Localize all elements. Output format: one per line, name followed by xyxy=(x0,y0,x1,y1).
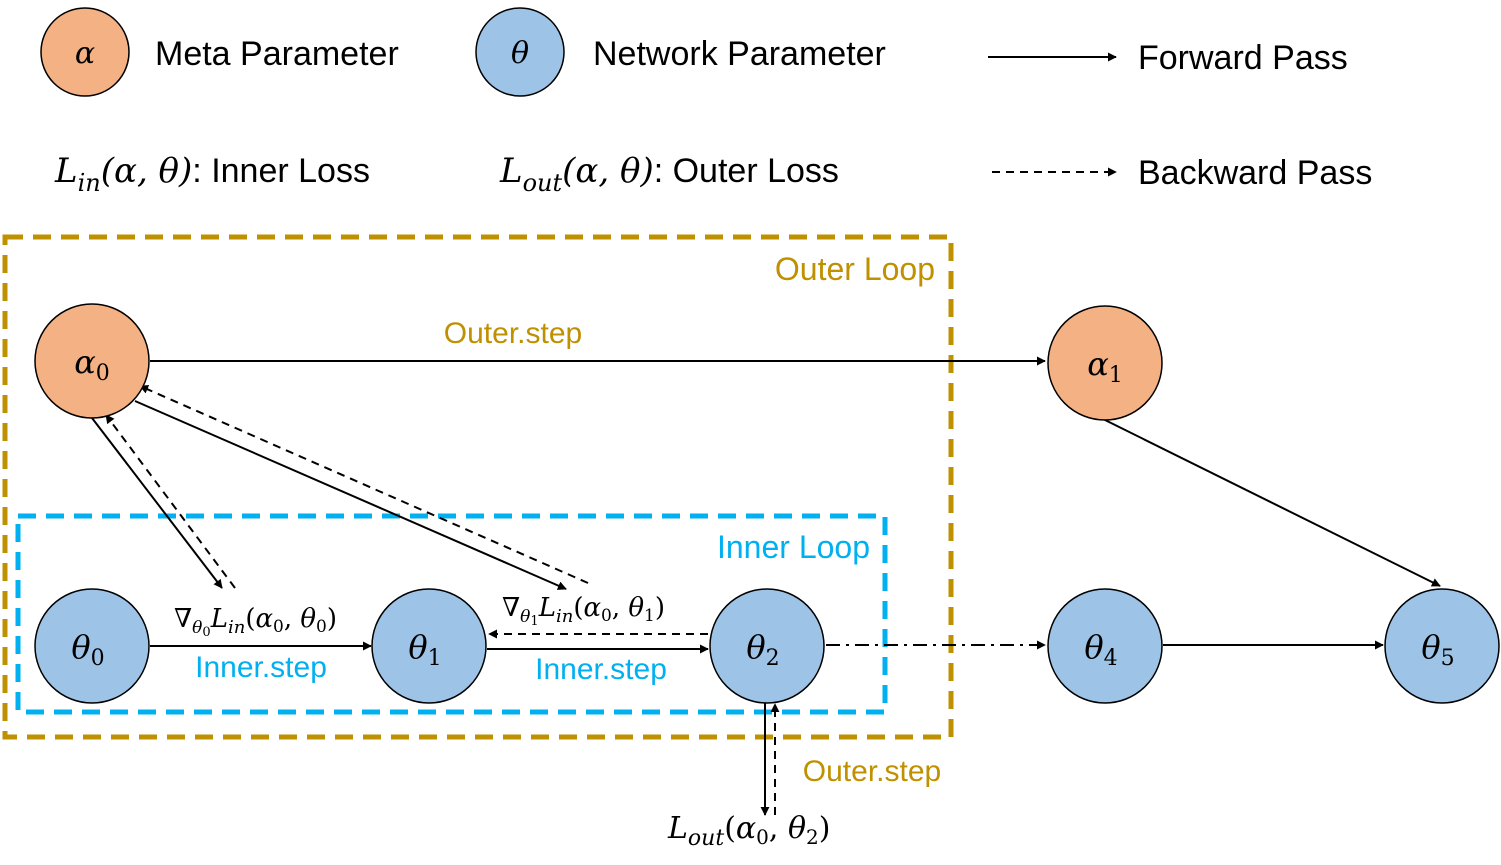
legend-meta-node xyxy=(40,7,130,97)
inner-loss-sub: in xyxy=(78,169,101,197)
outer-loss-label: : Outer Loss xyxy=(654,152,839,190)
node-theta4-circle xyxy=(1047,588,1163,704)
legend-forward-pass: Forward Pass xyxy=(988,39,1348,77)
node-theta2-circle xyxy=(709,588,825,704)
legend-network-symbol: θ xyxy=(511,36,529,71)
node-theta4-label: θ4 xyxy=(1084,628,1117,671)
edge-alpha0-grad0-forward xyxy=(91,417,223,589)
grad1-label: ∇θ1Lin(α0, θ1) xyxy=(502,593,665,629)
legend-outer-loss-text: Lout(α, θ): Outer Loss xyxy=(499,151,839,197)
legend-meta-parameter: α Meta Parameter xyxy=(40,7,399,97)
legend-outer-loss: Lout(α, θ): Outer Loss xyxy=(499,151,839,197)
inner-step-label-1: Inner.step xyxy=(195,651,327,684)
node-theta1: θ1 xyxy=(371,588,487,704)
outer-loss-args: (α, θ) xyxy=(562,151,654,191)
legend: α Meta Parameter θ Network Parameter For… xyxy=(40,7,1372,197)
legend-inner-loss: Lin(α, θ): Inner Loss xyxy=(54,151,370,197)
inner-loop-box xyxy=(15,513,888,715)
node-theta0: θ0 xyxy=(34,588,150,704)
outer-loop-box xyxy=(2,234,954,740)
grad0-label: ∇θ0Lin(α0, θ0) xyxy=(174,604,337,640)
legend-meta-symbol: α xyxy=(75,36,95,71)
legend-meta-label: Meta Parameter xyxy=(155,35,399,73)
legend-inner-loss-text: Lin(α, θ): Inner Loss xyxy=(54,151,370,197)
node-theta2-label: θ2 xyxy=(746,628,779,671)
node-theta1-label: θ1 xyxy=(408,628,441,671)
node-theta0-circle xyxy=(34,588,150,704)
edge-alpha0-grad1-forward xyxy=(134,400,567,590)
node-alpha1-circle xyxy=(1047,305,1163,421)
legend-backward-label: Backward Pass xyxy=(1138,154,1372,192)
edges xyxy=(91,356,1441,816)
outer-loss-sub: out xyxy=(523,169,563,197)
outer-loss-L: L xyxy=(499,151,523,191)
node-theta2: θ2 xyxy=(709,588,825,704)
legend-backward-pass: Backward Pass xyxy=(992,154,1372,192)
edge-grad1-alpha0-backward xyxy=(139,385,589,584)
inner-loss-label: : Inner Loss xyxy=(192,152,370,190)
inner-loss-args: (α, θ) xyxy=(101,151,193,191)
legend-network-parameter: θ Network Parameter xyxy=(475,7,886,97)
node-alpha0: α0 xyxy=(34,303,150,419)
node-theta5-label: θ5 xyxy=(1421,628,1454,671)
node-theta0-label: θ0 xyxy=(71,628,104,671)
inner-loss-L: L xyxy=(54,151,78,191)
node-theta5: θ5 xyxy=(1384,588,1500,704)
outer-loop-label: Outer Loop xyxy=(775,251,935,287)
inner-step-label-2: Inner.step xyxy=(535,653,667,686)
node-alpha1-label: α1 xyxy=(1087,345,1123,388)
outer-step-label-bottom: Outer.step xyxy=(803,755,941,788)
legend-network-label: Network Parameter xyxy=(593,35,886,73)
outer-step-label-top: Outer.step xyxy=(444,317,582,350)
node-theta4: θ4 xyxy=(1047,588,1163,704)
node-theta1-circle xyxy=(371,588,487,704)
edge-grad0-alpha0-backward xyxy=(105,414,236,589)
outer-loss-term-label: Lout(α0, θ2) xyxy=(667,811,831,851)
legend-forward-label: Forward Pass xyxy=(1138,39,1348,77)
node-theta5-circle xyxy=(1384,588,1500,704)
inner-loop-label: Inner Loop xyxy=(717,529,870,565)
legend-network-node xyxy=(475,7,565,97)
node-alpha0-label: α0 xyxy=(74,343,110,386)
edge-alpha1-theta5 xyxy=(1102,418,1441,587)
node-alpha0-circle xyxy=(34,303,150,419)
node-alpha1: α1 xyxy=(1047,305,1163,421)
